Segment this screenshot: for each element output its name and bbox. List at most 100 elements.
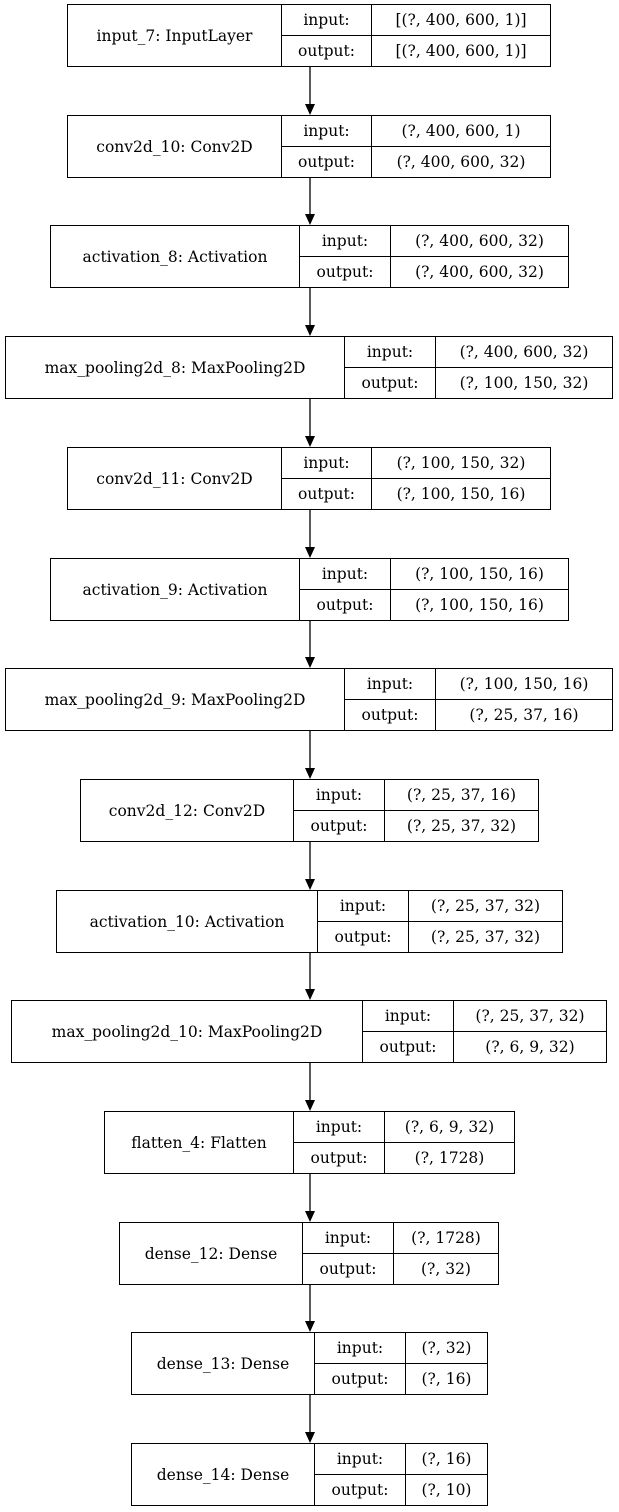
layer-name: dense_14: Dense xyxy=(132,1444,315,1505)
output-shape: (?, 32) xyxy=(421,1260,471,1278)
output-label: output: xyxy=(315,1364,406,1394)
output-shape: (?, 25, 37, 32) xyxy=(430,928,541,946)
output-label: output: xyxy=(300,257,391,287)
input-shape: (?, 400, 600, 32) xyxy=(415,232,544,250)
layer-shape-table: input: (?, 1728) output: (?, 32) xyxy=(303,1223,498,1284)
input-label: input: xyxy=(315,1333,406,1363)
input-row: input: (?, 400, 600, 32) xyxy=(300,226,568,256)
input-row: input:(?, 100, 150, 16) xyxy=(300,559,568,589)
output-label: output: xyxy=(282,479,372,509)
input-shape: (?, 32) xyxy=(421,1339,472,1357)
input-shape: (?, 1728) xyxy=(411,1229,481,1247)
output-shape: (?, 400, 600, 32) xyxy=(396,153,526,171)
layer-shape-table: input:(?, 16)output:(?, 10) xyxy=(315,1444,487,1505)
layer-name: activation_9: Activation xyxy=(51,559,300,620)
layer-shape-table: input: (?, 25, 37, 32) output: (?, 25, 37, … xyxy=(318,891,562,952)
input-label: input: xyxy=(282,448,372,478)
output-shape: (?, 100, 150, 16) xyxy=(415,596,544,614)
output-label: output: xyxy=(282,36,372,66)
output-label: output: xyxy=(282,147,372,177)
layer-shape-table: input: (?, 100, 150, 16) output:(?, 25, 37… xyxy=(345,669,612,730)
output-shape: (?, 100, 150, 32) xyxy=(459,374,589,392)
output-shape: (?, 25, 37, 32) xyxy=(406,817,517,835)
layer-name: activation_8: Activation xyxy=(51,226,300,287)
output-shape: (?, 25, 37, 16) xyxy=(469,706,579,724)
input-shape: (?, 400, 600, 32) xyxy=(459,343,589,361)
input-row: input:(?, 6, 9, 32) xyxy=(294,1112,514,1142)
output-row: output: (?, 16) xyxy=(315,1363,487,1394)
layer-name: conv2d_10: Conv2D xyxy=(68,116,282,177)
input-label: input: xyxy=(345,337,436,367)
input-label: input: xyxy=(345,669,436,699)
output-shape: [(?, 400, 600, 1)] xyxy=(395,42,527,60)
input-shape: (?, 16) xyxy=(421,1450,472,1468)
input-shape: (?, 25, 37, 32) xyxy=(430,897,541,915)
input-label: input: xyxy=(363,1001,454,1031)
layer-shape-table: input:(?, 25, 37, 16)output: (?, 25, 37, … xyxy=(294,780,538,841)
layer-name: dense_13: Dense xyxy=(132,1333,315,1394)
input-label: input: xyxy=(282,5,372,35)
layer-name: flatten_4: Flatten xyxy=(105,1112,294,1173)
input-row: input: (?, 32) xyxy=(315,1333,487,1363)
input-row: input: (?, 1728) xyxy=(303,1223,498,1253)
output-row: output: (?, 25, 37, 32) xyxy=(318,921,562,952)
input-shape: (?, 100, 150, 32) xyxy=(396,454,526,472)
output-row: output: (?, 25, 37, 32) xyxy=(294,810,538,841)
output-shape: (?, 6, 9, 32) xyxy=(485,1038,575,1056)
output-row: output: (?, 400, 600, 32) xyxy=(282,146,550,177)
layer-name: input_7: InputLayer xyxy=(68,5,282,66)
input-row: input:(?, 25, 37, 32) xyxy=(363,1001,606,1031)
input-shape: [(?, 400, 600, 1)] xyxy=(395,11,527,29)
input-label: input: xyxy=(303,1223,394,1253)
layer-shape-table: input:(?, 400, 600, 32)output:(?, 100, 1… xyxy=(345,337,612,398)
input-label: input: xyxy=(294,780,385,810)
layer-shape-table: input: (?, 32) output: (?, 16) xyxy=(315,1333,487,1394)
output-label: output: xyxy=(303,1254,394,1284)
input-shape: (?, 6, 9, 32) xyxy=(404,1118,495,1136)
input-label: input: xyxy=(282,116,372,146)
output-row: output:(?, 25, 37, 16) xyxy=(345,699,612,730)
output-shape: (?, 16) xyxy=(421,1370,472,1388)
layer-name: conv2d_12: Conv2D xyxy=(81,780,294,841)
output-row: output:(?, 100, 150, 16) xyxy=(282,478,550,509)
output-row: output: [(?, 400, 600, 1)] xyxy=(282,35,550,66)
input-label: input: xyxy=(318,891,409,921)
output-shape: (?, 400, 600, 32) xyxy=(415,263,544,281)
layer-shape-table: input:(?, 100, 150, 16)output:(?, 100, 1… xyxy=(300,559,568,620)
input-shape: (?, 100, 150, 16) xyxy=(459,675,589,693)
input-shape: (?, 400, 600, 1) xyxy=(401,122,521,140)
input-label: input: xyxy=(300,226,391,256)
input-row: input: (?, 100, 150, 32) xyxy=(282,448,550,478)
input-row: input: (?, 100, 150, 16) xyxy=(345,669,612,699)
input-row: input: (?, 400, 600, 1) xyxy=(282,116,550,146)
output-row: output:(?, 100, 150, 16) xyxy=(300,589,568,620)
input-row: input:(?, 25, 37, 16) xyxy=(294,780,538,810)
layer-name: max_pooling2d_9: MaxPooling2D xyxy=(6,669,345,730)
layer-name: max_pooling2d_8: MaxPooling2D xyxy=(6,337,345,398)
layer-shape-table: input:(?, 6, 9, 32)output:(?, 1728) xyxy=(294,1112,514,1173)
output-label: output: xyxy=(294,811,385,841)
layer-shape-table: input: (?, 100, 150, 32) output:(?, 100, 1… xyxy=(282,448,550,509)
output-row: output:(?, 6, 9, 32) xyxy=(363,1031,606,1062)
output-row: output: (?, 32) xyxy=(303,1253,498,1284)
input-row: input: (?, 25, 37, 32) xyxy=(318,891,562,921)
output-row: output:(?, 1728) xyxy=(294,1142,514,1173)
input-row: input:(?, 16) xyxy=(315,1444,487,1474)
layer-shape-table: input: [(?, 400, 600, 1)] output: [(?, 400,… xyxy=(282,5,550,66)
output-label: output: xyxy=(318,922,409,952)
layer-name: max_pooling2d_10: MaxPooling2D xyxy=(12,1001,363,1062)
layer-name: conv2d_11: Conv2D xyxy=(68,448,282,509)
